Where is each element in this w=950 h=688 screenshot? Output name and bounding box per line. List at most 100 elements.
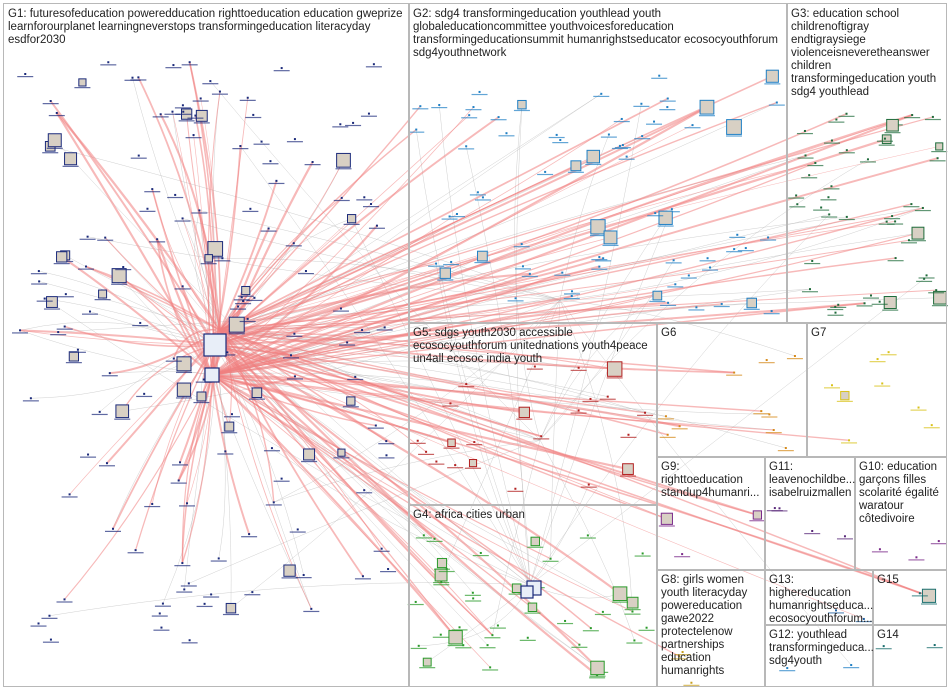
node-label [472,554,489,557]
node-avatar [746,297,757,309]
node-label [713,305,730,308]
node-label [571,646,588,648]
node-label [908,559,925,561]
node-label [929,160,946,162]
node-label [53,263,70,265]
edge-group-internal [214,116,500,346]
node-label [671,658,688,660]
edge-group-internal [214,255,483,346]
node-label [285,245,302,247]
node-label [167,196,184,199]
node-dot [217,557,220,560]
node-label [295,577,312,579]
group-box-g1 [3,3,409,687]
node-dot [383,326,386,329]
node-label [489,627,506,629]
node-label [674,556,691,558]
node-dot [589,397,592,400]
edge-group-internal [19,329,216,346]
node-dot [415,128,418,131]
node-dot [192,134,195,137]
node-label [469,194,486,196]
group-label-g13: G13: highereducation humanrightseduca...… [769,574,877,625]
edge-group-internal [214,344,457,638]
edge-group-internal [214,343,634,604]
node-label [235,303,252,305]
node-label [589,675,606,677]
node-dot [784,447,787,450]
node-avatar [477,250,488,262]
node-label [484,637,501,639]
node-dot [49,638,52,641]
node-dot [736,233,739,236]
node-dot [602,257,605,260]
node-label [244,594,261,596]
node-label [924,118,941,121]
node-label [210,560,227,562]
node-label [175,397,192,399]
node-dot [489,666,492,669]
node-avatar [603,230,618,245]
node-dot [678,655,681,658]
node-label [132,324,149,327]
node-avatar [336,152,351,168]
node-dot [918,592,921,595]
node-label [265,504,282,506]
node-label [474,261,491,264]
node-label [42,641,59,643]
node-label [409,442,426,444]
node-label [542,560,559,562]
node-label [239,320,256,323]
node-label [185,137,202,139]
node-label [81,313,98,315]
node-label [548,136,565,139]
node-label [657,225,674,227]
node-label [513,246,530,248]
node-dot [497,116,500,119]
group-box-g14 [873,625,947,687]
node-dot [143,392,146,395]
node-label [180,585,197,587]
node-label [407,603,424,606]
node-label [447,644,464,647]
edges [19,62,940,677]
node-avatar [111,268,127,284]
node-dot [172,357,175,360]
node-dot [458,626,461,629]
node-label [221,432,238,434]
node-label [665,262,682,264]
node-dot [304,270,307,273]
node-label [78,268,95,270]
node-label [737,250,754,252]
node-dot [869,294,872,297]
node-label [241,536,258,538]
node-label [207,257,224,259]
node-label [698,115,715,117]
edge-cross-group [559,299,633,612]
node-label [69,351,86,353]
node-dot [691,124,694,127]
node-dot [174,193,177,196]
edge-group-internal [214,344,668,520]
node-label [726,251,743,253]
node-dot [272,501,275,504]
node-dot [767,236,770,239]
node-label [347,378,364,381]
group-label-g9: G9: righttoeducation standup4humanri... [661,461,760,499]
node-label [36,300,53,302]
node-dot [122,266,125,269]
edge-group-internal [211,271,563,376]
node-label [17,75,34,78]
node-dot [24,72,27,75]
node-label [804,532,821,535]
node-dot [85,265,88,268]
node-label [726,374,743,376]
node-dot [793,355,796,358]
node-dot [370,203,373,206]
node-dot [387,568,390,571]
node-dot [363,196,366,199]
node-label [674,654,691,656]
node-dot [808,288,811,291]
node-label [490,119,507,121]
node-label [618,158,635,160]
